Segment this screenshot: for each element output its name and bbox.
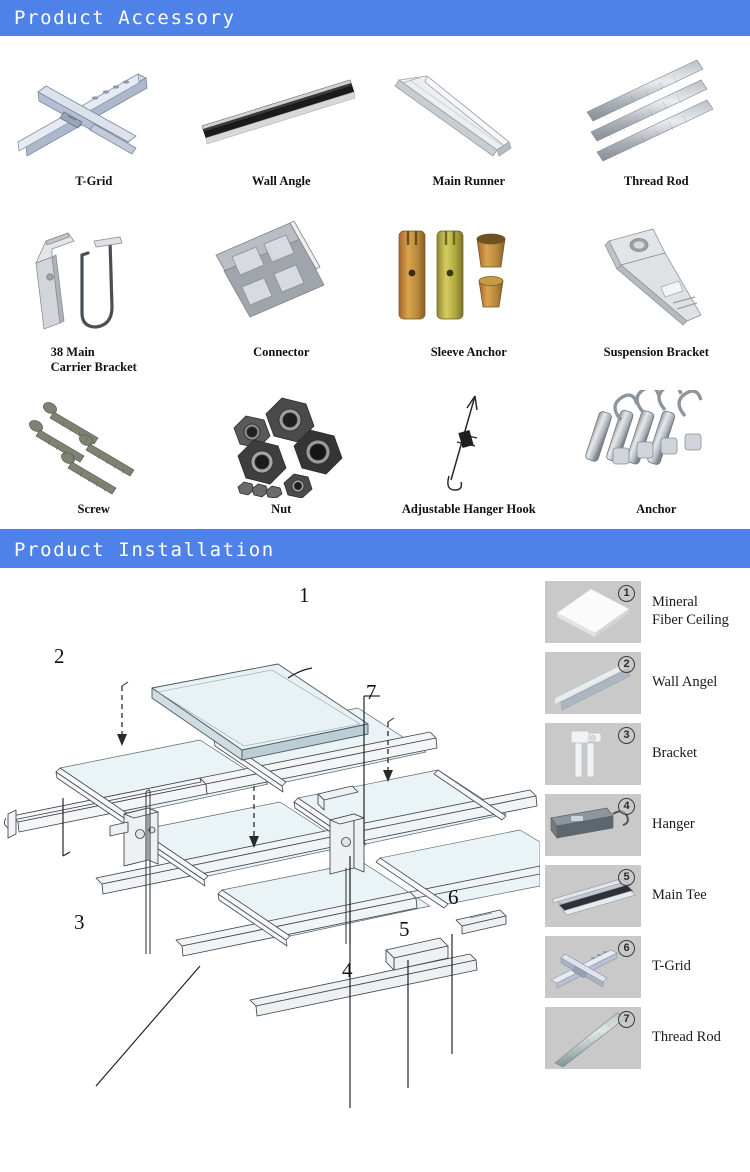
installation-legend: 1 Mineral Fiber Ceiling 2 Wall Angel [540, 568, 750, 1108]
diagram-callout-5: 5 [399, 917, 410, 941]
bracket-thumb: 3 [545, 722, 641, 785]
installation-section: 1 2 3 4 5 6 7 1 Mineral Fiber Ceiling [0, 568, 750, 1108]
t-grid-thumb: 6 [545, 935, 641, 998]
accessory-label: Thread Rod [623, 174, 689, 188]
accessory-label: Screw [77, 502, 110, 517]
accessory-row: Screw [0, 374, 750, 529]
accessory-item-connector[interactable]: Connector [188, 211, 376, 375]
legend-item-thread-rod[interactable]: 7 Thread Rod [545, 1002, 750, 1073]
accessory-item-thread-rod[interactable]: Thread Rod [563, 50, 750, 189]
wall-angle-photo [194, 50, 369, 172]
legend-item-hanger[interactable]: 4 Hanger [545, 789, 750, 860]
accessory-label: Wall Angle [251, 174, 311, 188]
legend-item-t-grid[interactable]: 6 T-Grid [545, 931, 750, 1002]
anchor-photo [569, 390, 744, 498]
suspension-bracket-photo [569, 211, 744, 339]
nut-photo [194, 390, 369, 499]
accessory-item-carrier-bracket[interactable]: 38 Main Carrier Bracket [0, 211, 188, 375]
accessory-grid: T-Grid Wall Angle [0, 36, 750, 529]
accessory-row: 38 Main Carrier Bracket [0, 189, 750, 375]
legend-number: 7 [618, 1010, 635, 1028]
section-header-accessory: Product Accessory [0, 0, 750, 36]
accessory-label: T-Grid [75, 174, 113, 188]
accessory-label: Connector [253, 344, 310, 359]
accessory-label: Sleeve Anchor [430, 344, 507, 359]
thread-rod-thumb: 7 [545, 1006, 641, 1069]
diagram-callout-7: 7 [366, 680, 377, 704]
legend-number: 2 [618, 655, 635, 673]
hanger-thumb: 4 [545, 793, 641, 856]
connector-photo [194, 211, 369, 339]
accessory-label: Main Runner [432, 174, 506, 188]
legend-item-mineral-fiber-ceiling[interactable]: 1 Mineral Fiber Ceiling [545, 576, 750, 647]
screw-photo [6, 390, 181, 498]
t-grid-photo [6, 50, 181, 172]
accessory-label: Adjustable Hanger Hook [401, 502, 536, 517]
hanger-hook-photo [381, 390, 556, 498]
accessory-item-sleeve-anchor[interactable]: Sleeve Anchor [375, 211, 563, 375]
legend-label: Bracket [652, 744, 698, 761]
accessory-item-hanger-hook[interactable]: Adjustable Hanger Hook [375, 390, 563, 517]
accessory-label: Suspension Bracket [603, 344, 709, 359]
accessory-label: 38 Main Carrier Bracket [50, 344, 137, 374]
accessory-item-nut[interactable]: Nut [188, 390, 376, 517]
accessory-item-wall-angle[interactable]: Wall Angle [188, 50, 376, 189]
ceiling-grid-drawing [3, 663, 540, 1108]
legend-item-wall-angel[interactable]: 2 Wall Angel [545, 647, 750, 718]
section-title-installation: Product Installation [14, 538, 275, 561]
legend-number: 5 [618, 868, 635, 886]
thread-rod-photo [569, 50, 744, 172]
legend-label: Mineral Fiber Ceiling [652, 593, 729, 628]
legend-label: Main Tee [652, 886, 707, 903]
carrier-bracket-photo [6, 211, 181, 339]
legend-label: Wall Angel [652, 673, 718, 690]
legend-item-main-tee[interactable]: 5 Main Tee [545, 860, 750, 931]
accessory-label: Nut [271, 502, 292, 517]
installation-diagram: 1 2 3 4 5 6 7 [0, 568, 540, 1108]
accessory-item-anchor[interactable]: Anchor [563, 390, 750, 517]
accessory-item-main-runner[interactable]: Main Runner [375, 50, 563, 189]
legend-number: 3 [618, 726, 635, 744]
legend-label: Hanger [652, 815, 695, 832]
legend-number: 6 [618, 939, 635, 957]
section-title-accessory: Product Accessory [14, 6, 236, 29]
diagram-callout-2: 2 [54, 644, 65, 668]
legend-number: 1 [618, 584, 635, 602]
accessory-item-screw[interactable]: Screw [0, 390, 188, 517]
main-tee-thumb: 5 [545, 864, 641, 927]
main-runner-photo [381, 50, 556, 172]
accessory-row: T-Grid Wall Angle [0, 36, 750, 189]
section-divider-rule [0, 529, 750, 532]
accessory-label: Anchor [636, 502, 677, 517]
accessory-item-t-grid[interactable]: T-Grid [0, 50, 188, 189]
diagram-callout-3: 3 [74, 910, 85, 934]
legend-number: 4 [618, 797, 635, 815]
mineral-fiber-ceiling-thumb: 1 [545, 580, 641, 643]
legend-item-bracket[interactable]: 3 Bracket [545, 718, 750, 789]
sleeve-anchor-photo [381, 211, 556, 339]
diagram-callout-1: 1 [299, 583, 310, 607]
legend-label: Thread Rod [652, 1028, 721, 1045]
diagram-callout-6: 6 [448, 885, 459, 909]
diagram-callout-4: 4 [342, 958, 353, 982]
accessory-item-suspension-bracket[interactable]: Suspension Bracket [563, 211, 750, 375]
section-header-installation: Product Installation [0, 532, 750, 568]
legend-label: T-Grid [652, 957, 691, 974]
wall-angel-thumb: 2 [545, 651, 641, 714]
